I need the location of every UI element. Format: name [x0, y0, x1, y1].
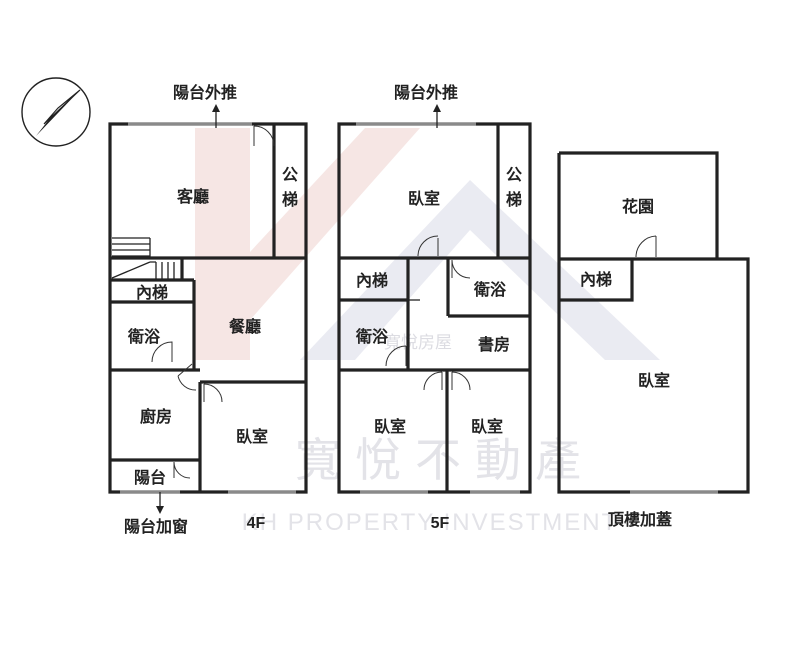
room-4f-inner-stairs: 內梯	[136, 283, 168, 302]
room-4f-public-stairs-2: 梯	[282, 190, 298, 209]
floor-label-4f: 4F	[247, 515, 266, 532]
floor-plan-5f: 陽台外推 臥室 公 梯 內梯 衛浴 衛浴 書房 臥室 臥室 5F	[337, 83, 532, 532]
room-5f-bedroom-right: 臥室	[471, 417, 503, 436]
label-4f-balcony-extended: 陽台外推	[173, 83, 237, 102]
room-4f-bedroom: 臥室	[236, 427, 268, 446]
room-rooftop-garden: 花園	[622, 197, 654, 216]
watermark-small-mark: 寬悅房屋	[384, 333, 452, 353]
room-5f-study: 書房	[478, 335, 510, 354]
floor-label-5f: 5F	[431, 515, 450, 532]
compass-north-arrow-icon	[21, 77, 91, 147]
label-5f-balcony-extended: 陽台外推	[394, 83, 458, 102]
room-5f-inner-stairs: 內梯	[356, 271, 388, 290]
room-5f-public-stairs-2: 梯	[506, 190, 522, 209]
label-4f-balcony-window: 陽台加窗	[124, 517, 188, 536]
room-4f-balcony: 陽台	[134, 468, 166, 487]
room-4f-living-room: 客廳	[177, 187, 209, 206]
floor-plan-rooftop: 花園 內梯 臥室 頂樓加蓋	[557, 151, 750, 529]
watermark-logo-right-chevron	[300, 180, 660, 360]
watermark-company-name-en: KH PROPERTY INVESTMENT	[242, 509, 619, 536]
watermark-company-name-cn: 寬悅不動產	[295, 433, 595, 487]
room-rooftop-bedroom: 臥室	[638, 371, 670, 390]
room-4f-bathroom: 衛浴	[127, 327, 161, 346]
room-4f-kitchen: 廚房	[140, 407, 172, 426]
room-rooftop-inner-stairs: 內梯	[580, 270, 612, 289]
room-5f-bedroom-left: 臥室	[374, 417, 406, 436]
room-5f-bathroom-left: 衛浴	[355, 327, 389, 346]
floor-label-rooftop: 頂樓加蓋	[608, 510, 672, 529]
room-5f-public-stairs-1: 公	[506, 165, 522, 184]
room-4f-public-stairs-1: 公	[282, 165, 298, 184]
room-5f-bathroom-right: 衛浴	[473, 280, 507, 299]
room-5f-bedroom-top: 臥室	[408, 189, 440, 208]
floor-plan-4f: 陽台外推 客廳 公 梯 內梯 衛浴 餐廳 廚房 陽台 臥室 陽台加窗 4F	[108, 83, 308, 536]
room-4f-dining-room: 餐廳	[228, 317, 261, 336]
